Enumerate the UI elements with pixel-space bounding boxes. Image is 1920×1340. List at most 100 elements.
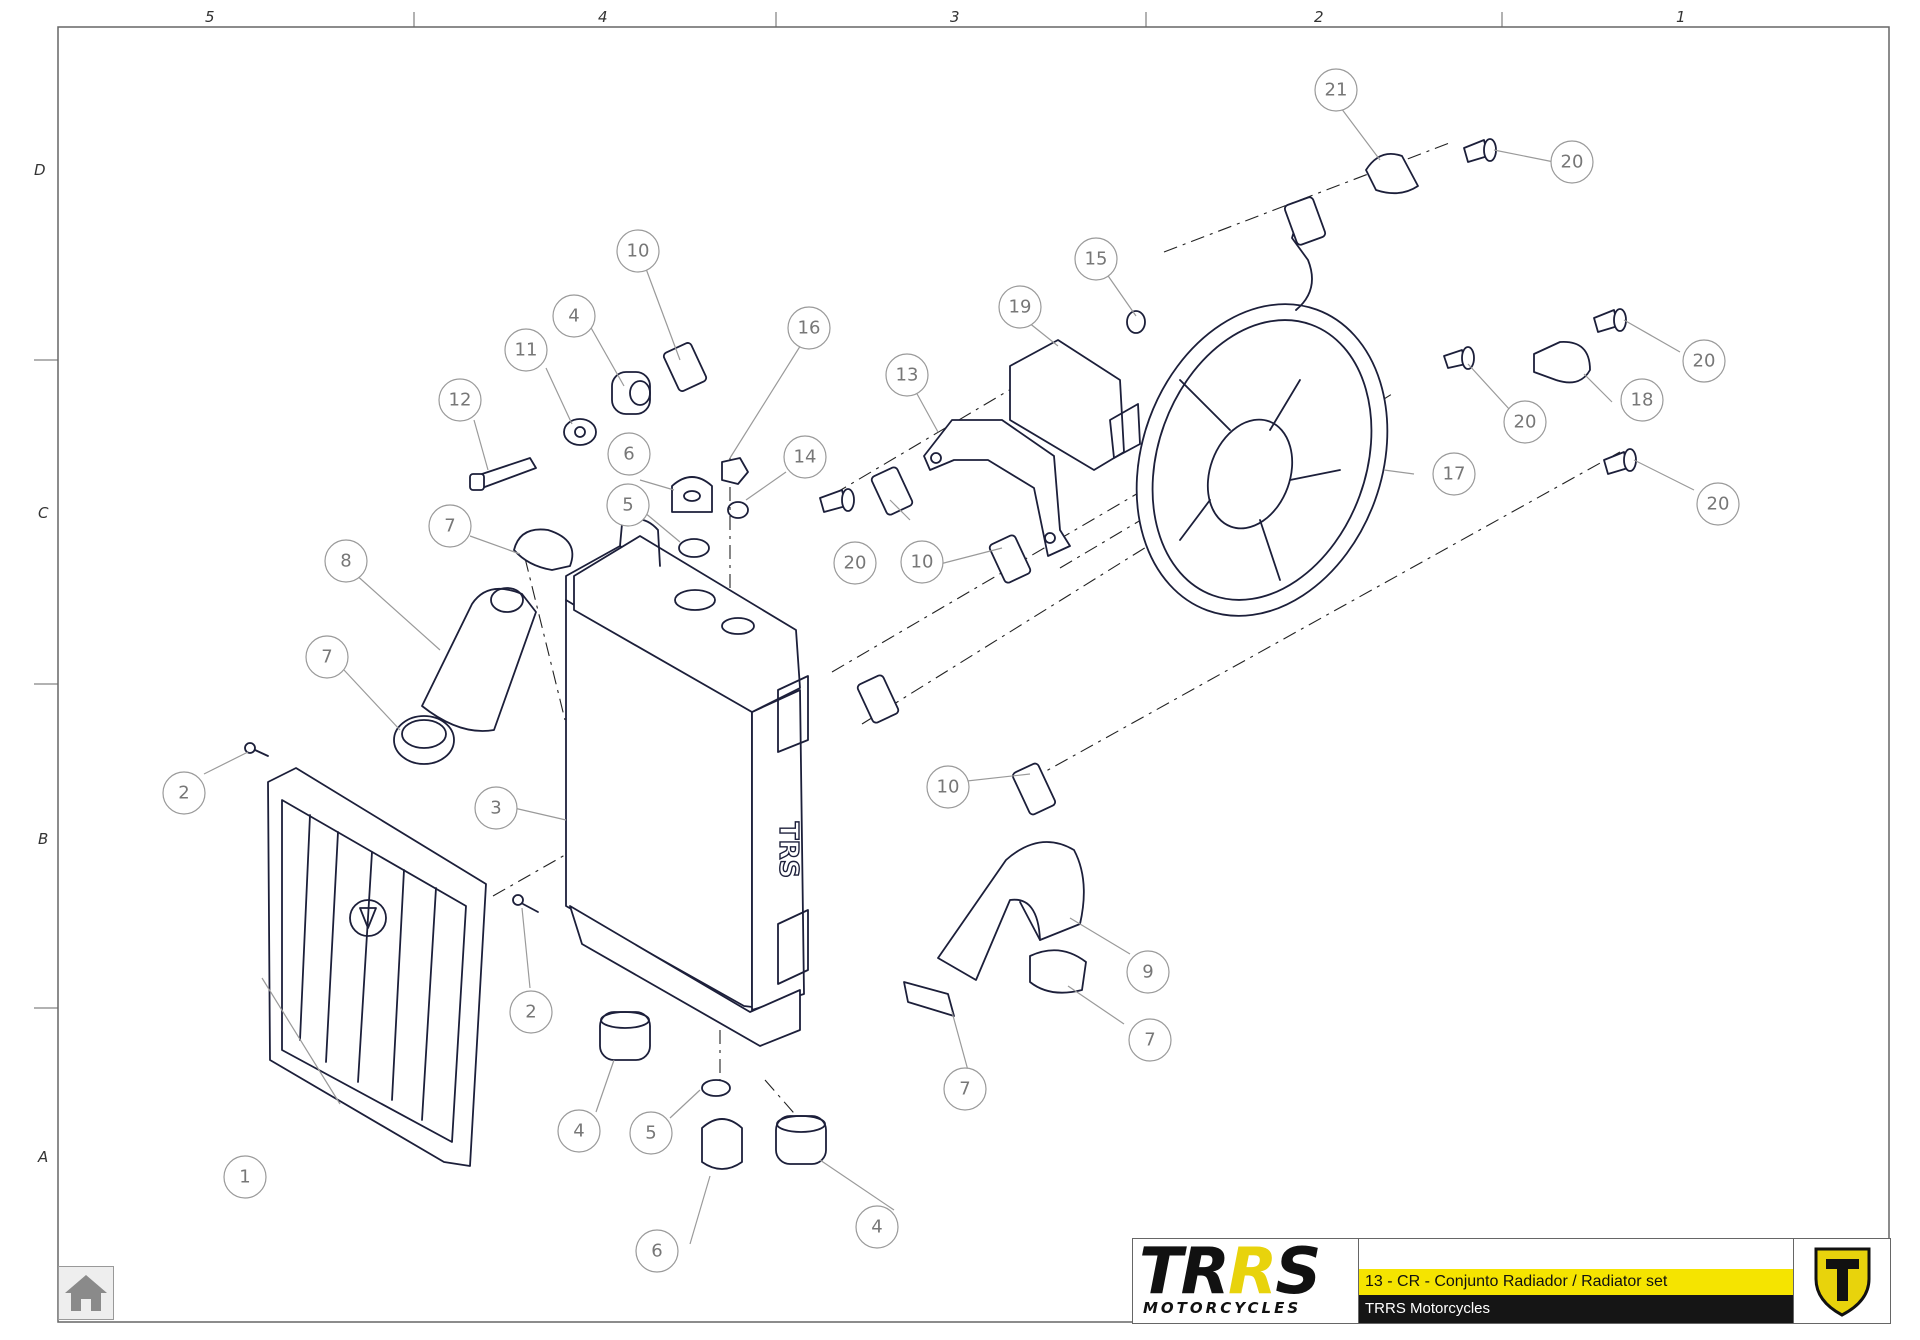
callout-2: 2 bbox=[509, 990, 553, 1034]
svg-text:9: 9 bbox=[1142, 962, 1153, 983]
part-11-washer bbox=[563, 418, 597, 446]
svg-text:20: 20 bbox=[1514, 412, 1537, 433]
zone-col-5: 5 bbox=[205, 8, 215, 26]
svg-text:6: 6 bbox=[651, 1241, 662, 1262]
svg-text:12: 12 bbox=[449, 390, 472, 411]
part-10-clips bbox=[662, 342, 1056, 816]
callout-6: 6 bbox=[607, 432, 651, 476]
svg-text:6: 6 bbox=[623, 444, 634, 465]
callout-7: 7 bbox=[943, 1067, 987, 1111]
svg-text:3: 3 bbox=[490, 798, 501, 819]
svg-text:14: 14 bbox=[794, 447, 817, 468]
callout-19: 19 bbox=[998, 285, 1042, 329]
part-13-bracket bbox=[923, 419, 1071, 557]
part-14-washer bbox=[727, 501, 749, 519]
callout-10: 10 bbox=[616, 229, 660, 273]
part-15-grommet bbox=[1126, 310, 1146, 334]
drawing-title: 13 - CR - Conjunto Radiador / Radiator s… bbox=[1359, 1269, 1793, 1295]
callout-9: 9 bbox=[1126, 950, 1170, 994]
part-9-lower-hose bbox=[937, 841, 1085, 981]
svg-text:11: 11 bbox=[515, 340, 538, 361]
callout-2: 2 bbox=[162, 771, 206, 815]
callout-14: 14 bbox=[783, 435, 827, 479]
svg-text:1: 1 bbox=[239, 1167, 250, 1188]
part-18-cable-clip bbox=[1533, 341, 1591, 384]
part-5-o-rings bbox=[678, 538, 731, 1097]
part-12-bolt bbox=[469, 457, 537, 491]
part-19-relay bbox=[1009, 339, 1141, 471]
callout-4: 4 bbox=[552, 294, 596, 338]
callout-5: 5 bbox=[629, 1111, 673, 1155]
home-icon bbox=[65, 1275, 107, 1311]
svg-text:20: 20 bbox=[1693, 351, 1716, 372]
svg-text:17: 17 bbox=[1443, 464, 1466, 485]
svg-text:7: 7 bbox=[959, 1079, 970, 1100]
zone-row-A: A bbox=[37, 1148, 48, 1166]
callout-11: 11 bbox=[504, 328, 548, 372]
callout-13: 13 bbox=[885, 353, 929, 397]
logo-text: TRRS bbox=[1139, 1235, 1321, 1309]
callout-18: 18 bbox=[1620, 378, 1664, 422]
callout-21: 21 bbox=[1314, 68, 1358, 112]
callout-7: 7 bbox=[1128, 1018, 1172, 1062]
zone-col-2: 2 bbox=[1314, 8, 1324, 26]
callout-1: 1 bbox=[223, 1155, 267, 1199]
callout-5: 5 bbox=[606, 483, 650, 527]
svg-text:20: 20 bbox=[1707, 494, 1730, 515]
svg-text:7: 7 bbox=[444, 516, 455, 537]
callout-12: 12 bbox=[438, 378, 482, 422]
svg-text:10: 10 bbox=[937, 777, 960, 798]
zone-col-3: 3 bbox=[950, 8, 960, 26]
svg-text:7: 7 bbox=[1144, 1030, 1155, 1051]
svg-text:10: 10 bbox=[911, 552, 934, 573]
callout-4: 4 bbox=[557, 1109, 601, 1153]
callout-20: 20 bbox=[833, 541, 877, 585]
svg-text:2: 2 bbox=[525, 1002, 536, 1023]
zone-row-D: D bbox=[34, 161, 46, 179]
zone-row-C: C bbox=[38, 504, 49, 522]
home-button[interactable] bbox=[58, 1266, 114, 1320]
logo-subtext: MOTORCYCLES bbox=[1143, 1299, 1302, 1317]
svg-text:21: 21 bbox=[1325, 80, 1348, 101]
radiator-brand-label: TRS bbox=[773, 822, 803, 878]
callout-3: 3 bbox=[474, 786, 518, 830]
svg-text:16: 16 bbox=[798, 318, 821, 339]
part-7-hose-clamps bbox=[393, 528, 1087, 1017]
trrs-emblem-icon bbox=[1814, 1247, 1871, 1317]
callout-10: 10 bbox=[926, 765, 970, 809]
drawing-frame bbox=[57, 26, 1890, 1323]
part-21-clamp bbox=[1365, 152, 1419, 195]
callout-6: 6 bbox=[635, 1229, 679, 1273]
svg-text:20: 20 bbox=[1561, 152, 1584, 173]
callout-7: 7 bbox=[305, 635, 349, 679]
callout-leaders bbox=[203, 103, 1695, 1245]
part-6-caps bbox=[671, 476, 743, 1170]
zone-col-1: 1 bbox=[1676, 8, 1686, 26]
svg-text:4: 4 bbox=[871, 1217, 882, 1238]
trrs-logo: TRRS MOTORCYCLES bbox=[1133, 1235, 1359, 1323]
svg-text:10: 10 bbox=[627, 241, 650, 262]
callout-10: 10 bbox=[900, 540, 944, 584]
svg-text:5: 5 bbox=[645, 1123, 656, 1144]
svg-text:8: 8 bbox=[340, 551, 351, 572]
drawing-subtitle: TRRS Motorcycles bbox=[1359, 1295, 1793, 1323]
callout-20: 20 bbox=[1696, 482, 1740, 526]
zone-col-4: 4 bbox=[598, 8, 608, 26]
part-8-upper-hose bbox=[421, 587, 537, 732]
part-3-radiator: TRS bbox=[565, 518, 809, 1047]
title-block: TRRS MOTORCYCLES 13 - CR - Conjunto Radi… bbox=[1132, 1235, 1891, 1324]
part-1-radiator-guard bbox=[267, 767, 487, 1167]
part-2-screws bbox=[244, 742, 539, 913]
svg-text:13: 13 bbox=[896, 365, 919, 386]
zone-row-B: B bbox=[38, 830, 48, 848]
svg-text:15: 15 bbox=[1085, 249, 1108, 270]
callout-8: 8 bbox=[324, 539, 368, 583]
svg-text:4: 4 bbox=[568, 306, 579, 327]
callout-15: 15 bbox=[1074, 237, 1118, 281]
emblem-cell bbox=[1793, 1239, 1891, 1323]
svg-text:18: 18 bbox=[1631, 390, 1654, 411]
callout-7: 7 bbox=[428, 504, 472, 548]
svg-text:20: 20 bbox=[844, 553, 867, 574]
zone-ticks bbox=[34, 12, 1503, 1009]
